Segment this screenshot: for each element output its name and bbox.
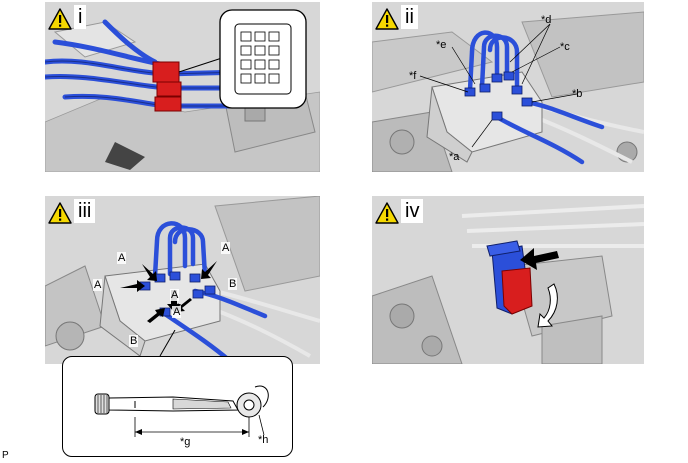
- warning-triangle-icon: [48, 202, 72, 224]
- callout-a: A: [170, 289, 180, 301]
- callout-g: *g: [180, 436, 191, 448]
- detail-leader-line: [159, 330, 176, 357]
- callout-a: A: [221, 242, 231, 254]
- step-i-panel: [45, 2, 320, 172]
- warning-triangle-icon: [375, 202, 399, 224]
- step-i-illustration: [45, 2, 320, 172]
- callout-e: *e: [436, 39, 447, 51]
- warning-triangle-icon: [375, 8, 399, 30]
- torque-wrench-detail-box: [62, 356, 293, 457]
- step-label-iii: iii: [74, 199, 96, 223]
- step-label-iv: iv: [401, 199, 424, 223]
- step-iv-panel: [372, 196, 644, 364]
- step-iii-panel: [45, 196, 320, 364]
- callout-a: A: [117, 252, 127, 264]
- callout-a: *a: [449, 151, 460, 163]
- callout-c: *c: [560, 41, 570, 53]
- callout-b: *b: [572, 88, 583, 100]
- callout-h: *h: [258, 434, 269, 446]
- callout-f: *f: [409, 70, 417, 82]
- step-label-i: i: [74, 5, 87, 29]
- callout-a: A: [172, 306, 182, 318]
- step-ii-panel: [372, 2, 644, 172]
- step-label-ii: ii: [401, 5, 418, 29]
- callout-b: B: [129, 335, 139, 347]
- callout-b: B: [228, 278, 238, 290]
- step-ii-illustration: [372, 2, 644, 172]
- callout-d: *d: [541, 14, 552, 26]
- step-iii-illustration: [45, 196, 320, 364]
- torque-wrench-icon: [94, 385, 269, 437]
- figure-footer-code: P: [2, 450, 9, 461]
- warning-triangle-icon: [48, 8, 72, 30]
- step-iv-illustration: [372, 196, 644, 364]
- callout-a: A: [93, 279, 103, 291]
